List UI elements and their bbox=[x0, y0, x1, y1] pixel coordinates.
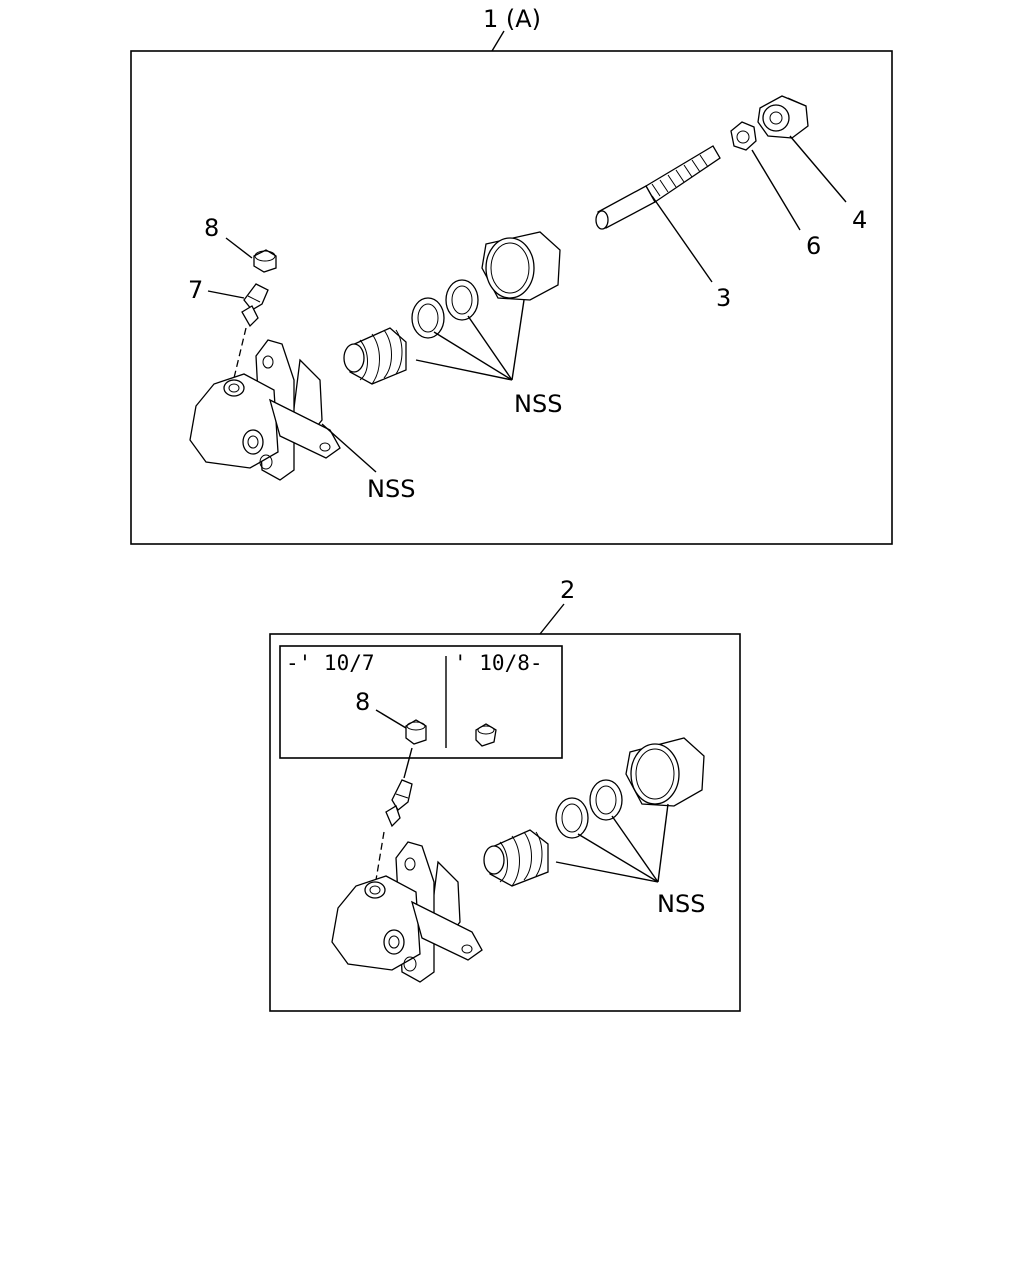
cap-nut-drawing bbox=[757, 95, 809, 139]
callout-bleeder-cap-b[interactable]: 8 bbox=[355, 688, 370, 716]
assembly-b: 2 -' 10/7 ' 10/8- 8 bbox=[269, 576, 741, 1012]
assembly-a-frame bbox=[130, 50, 893, 545]
assembly-a-callout[interactable]: 1 (A) bbox=[483, 5, 541, 33]
callout-bleeder-cap-b-leader bbox=[375, 709, 407, 729]
callout-lock-nut[interactable]: 6 bbox=[806, 232, 821, 260]
nss-seals-leader-a4 bbox=[511, 299, 525, 381]
callout-pushrod[interactable]: 3 bbox=[716, 284, 731, 312]
assembly-a: 1 (A) bbox=[130, 5, 893, 545]
slave-cylinder-body-a bbox=[189, 339, 341, 481]
nss-body-leader-a bbox=[321, 423, 377, 473]
inset-frame bbox=[279, 645, 563, 759]
bleeder-screw-drawing-b bbox=[385, 779, 413, 828]
nss-seals-label-b[interactable]: NSS bbox=[657, 890, 705, 918]
callout-bleeder-cap-a-leader bbox=[225, 237, 253, 259]
callout-lock-nut-leader bbox=[751, 149, 801, 231]
nss-seals-leader-a2 bbox=[433, 331, 513, 381]
pushrod-drawing bbox=[595, 145, 721, 230]
nss-seals-leader-b3 bbox=[611, 815, 659, 883]
callout-bleeder-cap-a[interactable]: 8 bbox=[204, 214, 219, 242]
bleeder-cap-drawing-b-new bbox=[475, 723, 497, 747]
assembly-b-callout-leader bbox=[539, 603, 565, 635]
nss-seals-leader-b4 bbox=[657, 803, 669, 883]
callout-bleeder-screw-leader bbox=[207, 290, 245, 299]
nss-seals-leader-a3 bbox=[467, 315, 513, 381]
callout-cap-nut-leader bbox=[789, 135, 847, 203]
assembly-b-frame bbox=[269, 633, 741, 1012]
bleeder-cap-drawing-b-old bbox=[405, 719, 427, 745]
bleeder-screw-drawing-a bbox=[241, 283, 269, 328]
bleeder-axis-dash-b bbox=[375, 831, 385, 881]
callout-pushrod-leader bbox=[651, 195, 713, 283]
nss-seals-leader-a1 bbox=[415, 359, 513, 381]
lock-nut-drawing bbox=[730, 121, 757, 151]
bleeder-axis-line-b bbox=[403, 747, 413, 779]
assembly-a-callout-leader bbox=[491, 30, 505, 52]
nss-seals-leader-b2 bbox=[577, 833, 659, 883]
callout-cap-nut[interactable]: 4 bbox=[852, 206, 867, 234]
bleeder-cap-drawing-a bbox=[253, 249, 277, 273]
inset-period-left[interactable]: -' 10/7 bbox=[286, 651, 375, 675]
assembly-b-callout[interactable]: 2 bbox=[560, 576, 575, 604]
inset-period-right[interactable]: ' 10/8- bbox=[454, 651, 543, 675]
nss-seals-label-a[interactable]: NSS bbox=[514, 390, 562, 418]
seal-kit-drawing bbox=[343, 231, 561, 385]
nss-body-label-a[interactable]: NSS bbox=[367, 475, 415, 503]
slave-cylinder-body-b bbox=[331, 841, 483, 983]
bleeder-axis-dash-a bbox=[233, 327, 247, 379]
callout-bleeder-screw[interactable]: 7 bbox=[188, 276, 203, 304]
nss-seals-leader-b1 bbox=[555, 861, 659, 883]
seal-kit-drawing-b bbox=[483, 737, 705, 887]
